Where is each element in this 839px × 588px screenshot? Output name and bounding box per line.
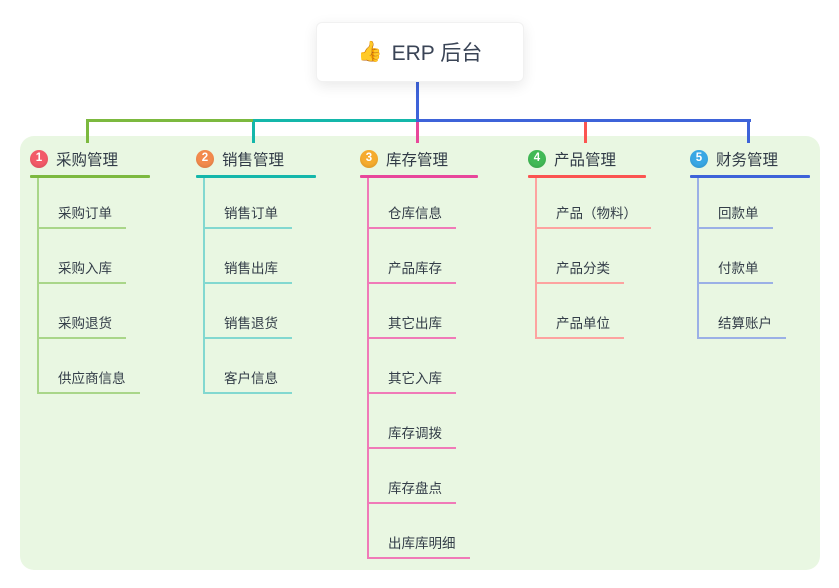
branch-4-child-1[interactable]: 产品（物料） — [535, 203, 651, 229]
branch-2-child-1[interactable]: 销售订单 — [203, 203, 292, 229]
branch-1-child-4[interactable]: 供应商信息 — [37, 368, 140, 394]
branch-2-header[interactable]: 2 销售管理 — [196, 147, 284, 171]
branch-3-child-1[interactable]: 仓库信息 — [367, 203, 456, 229]
branch-5-child-2[interactable]: 付款单 — [697, 258, 773, 284]
branch-2-underline — [196, 175, 316, 178]
branch-5-label: 财务管理 — [716, 152, 779, 169]
branch-4-drop-line — [584, 119, 587, 143]
branch-3-drop-line — [416, 119, 419, 143]
branch-4-child-2[interactable]: 产品分类 — [535, 258, 624, 284]
root-drop-line — [416, 81, 419, 122]
branch-1-header[interactable]: 1 采购管理 — [30, 147, 118, 171]
branch-1-underline — [30, 175, 150, 178]
branch-2-child-4[interactable]: 客户信息 — [203, 368, 292, 394]
branch-5-trunk — [697, 178, 699, 339]
connector-segment-left-inner — [253, 119, 419, 122]
branch-1-badge: 1 — [30, 150, 48, 168]
branch-2-label: 销售管理 — [222, 152, 285, 169]
branch-3-label: 库存管理 — [386, 152, 449, 169]
connector-segment-right — [417, 119, 751, 122]
branch-3-child-7[interactable]: 出库库明细 — [367, 533, 470, 559]
connector-segment-left-outer — [87, 119, 256, 122]
branch-3-child-6[interactable]: 库存盘点 — [367, 478, 456, 504]
branch-2-drop-line — [252, 119, 255, 143]
branch-3-child-4[interactable]: 其它入库 — [367, 368, 456, 394]
branches-panel — [20, 136, 820, 570]
branch-3-trunk — [367, 178, 369, 559]
branch-4-child-3[interactable]: 产品单位 — [535, 313, 624, 339]
branch-5-header[interactable]: 5 财务管理 — [690, 147, 778, 171]
branch-2-child-3[interactable]: 销售退货 — [203, 313, 292, 339]
branch-4-header[interactable]: 4 产品管理 — [528, 147, 616, 171]
branch-5-underline — [690, 175, 810, 178]
branch-5-child-3[interactable]: 结算账户 — [697, 313, 786, 339]
branch-2-trunk — [203, 178, 205, 394]
branch-4-badge: 4 — [528, 150, 546, 168]
branch-3-underline — [360, 175, 478, 178]
branch-3-child-5[interactable]: 库存调拨 — [367, 423, 456, 449]
thumbs-up-icon: 👍 — [357, 41, 383, 63]
branch-4-trunk — [535, 178, 537, 339]
branch-1-trunk — [37, 178, 39, 394]
branch-1-drop-line — [86, 119, 89, 143]
branch-1-label: 采购管理 — [56, 152, 119, 169]
branch-3-badge: 3 — [360, 150, 378, 168]
branch-4-label: 产品管理 — [554, 152, 617, 169]
branch-4-underline — [528, 175, 646, 178]
root-label: ERP 后台 — [391, 42, 483, 65]
root-node[interactable]: 👍 ERP 后台 — [316, 22, 524, 82]
branch-5-badge: 5 — [690, 150, 708, 168]
branch-1-child-1[interactable]: 采购订单 — [37, 203, 126, 229]
branch-3-header[interactable]: 3 库存管理 — [360, 147, 448, 171]
branch-1-child-3[interactable]: 采购退货 — [37, 313, 126, 339]
branch-1-child-2[interactable]: 采购入库 — [37, 258, 126, 284]
branch-3-child-2[interactable]: 产品库存 — [367, 258, 456, 284]
branch-2-badge: 2 — [196, 150, 214, 168]
branch-5-child-1[interactable]: 回款单 — [697, 203, 773, 229]
branch-5-drop-line — [747, 119, 750, 143]
branch-3-child-3[interactable]: 其它出库 — [367, 313, 456, 339]
branch-2-child-2[interactable]: 销售出库 — [203, 258, 292, 284]
